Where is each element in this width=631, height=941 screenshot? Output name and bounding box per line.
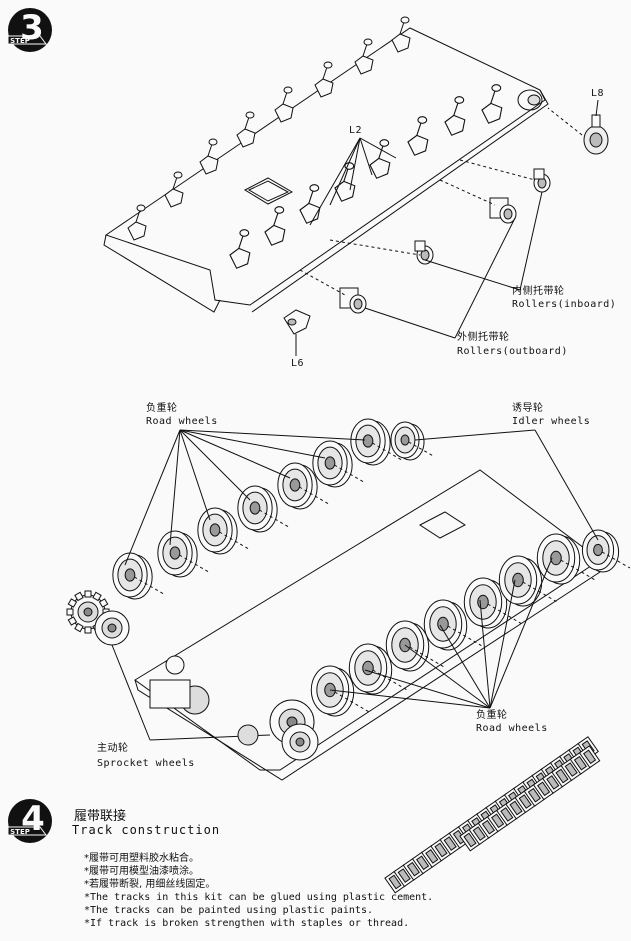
step-4-title-cn: 履带联接 (74, 809, 127, 824)
upper-assembly-lines (299, 159, 536, 296)
track-link (459, 828, 481, 852)
step-4-word: STEP (10, 828, 30, 836)
road-wheel (463, 577, 522, 629)
track-link (384, 870, 406, 894)
upper-hull-plate (103, 27, 549, 313)
label-road-wheels-bottom-cn: 负重轮 (476, 710, 508, 721)
l2-leaders (309, 137, 397, 226)
road-wheel-leaders-bottom (329, 557, 553, 709)
road-wheel (390, 421, 435, 461)
label-sprocket-wheels-cn: 主动轮 (97, 743, 129, 754)
step-3-badge: 3 STEP (6, 6, 54, 54)
road-wheel (581, 529, 631, 573)
rollers-outboard-parts (339, 197, 517, 339)
track-link (578, 745, 601, 769)
suspension-arms-upper (127, 16, 503, 269)
track-links (384, 736, 601, 894)
label-road-wheels-top-cn: 负重轮 (146, 403, 178, 414)
note-line: *The tracks in this kit can be glued usi… (84, 892, 434, 903)
step-3-number: 3 (20, 8, 44, 48)
road-wheel (157, 530, 211, 578)
idler-wheel-leaders (414, 429, 599, 541)
road-wheel (348, 643, 407, 695)
upper-hatch (243, 177, 294, 205)
label-l2: L2 (349, 125, 363, 136)
label-rollers-outboard-cn: 外侧托带轮 (457, 332, 510, 343)
label-idler-wheels-en: Idler wheels (512, 416, 591, 427)
note-line: *履带可用塑料胶水粘合。 (84, 853, 199, 864)
road-wheel (197, 507, 251, 555)
label-idler-wheels-cn: 诱导轮 (512, 403, 544, 414)
note-line: *If track is broken strengthen with stap… (84, 918, 410, 929)
rollers-inboard-parts (414, 168, 551, 291)
road-wheel (112, 552, 166, 600)
note-line: *若履带断裂, 用细丝线固定。 (84, 879, 216, 890)
track-link (560, 758, 582, 782)
label-rollers-inboard-cn: 内侧托带轮 (512, 286, 565, 297)
road-wheels-right (310, 529, 631, 717)
road-wheel (312, 440, 366, 488)
label-road-wheels-bottom-en: Road wheels (476, 723, 548, 734)
road-wheel-leaders-top (124, 429, 366, 566)
l6-part (283, 309, 311, 356)
track-link (514, 790, 536, 814)
track-link (402, 857, 425, 881)
step-4-badge: 4 STEP (6, 797, 54, 845)
step-4-title-en: Track construction (72, 823, 221, 837)
label-road-wheels-top-en: Road wheels (146, 416, 218, 427)
track-link (430, 838, 452, 862)
step-4-notes: *履带可用塑料胶水粘合。 *履带可用模型油漆喷涂。 *若履带断裂, 用细丝线固定… (84, 852, 433, 930)
track-link (532, 777, 555, 801)
road-wheel (350, 418, 404, 466)
road-wheels-left (112, 418, 435, 600)
l8-part (547, 99, 609, 155)
step-3-word: STEP (10, 37, 30, 45)
label-l8: L8 (591, 88, 605, 99)
note-line: *履带可用模型油漆喷涂。 (84, 866, 199, 877)
sprocket-wheels (66, 590, 319, 761)
label-sprocket-wheels-en: Sprocket wheels (97, 758, 195, 769)
track-link (542, 770, 564, 794)
label-rollers-outboard-en: Rollers(outboard) (457, 346, 568, 357)
road-wheel (498, 555, 557, 607)
road-wheel (423, 599, 482, 651)
note-line: *The tracks can be painted using plastic… (84, 905, 373, 916)
label-rollers-inboard-en: Rollers(inboard) (512, 299, 617, 310)
label-l6: L6 (291, 358, 305, 369)
step-4-number: 4 (21, 799, 45, 839)
hull-rear-details (149, 655, 259, 746)
track-link (439, 832, 461, 856)
road-wheel (536, 533, 595, 585)
